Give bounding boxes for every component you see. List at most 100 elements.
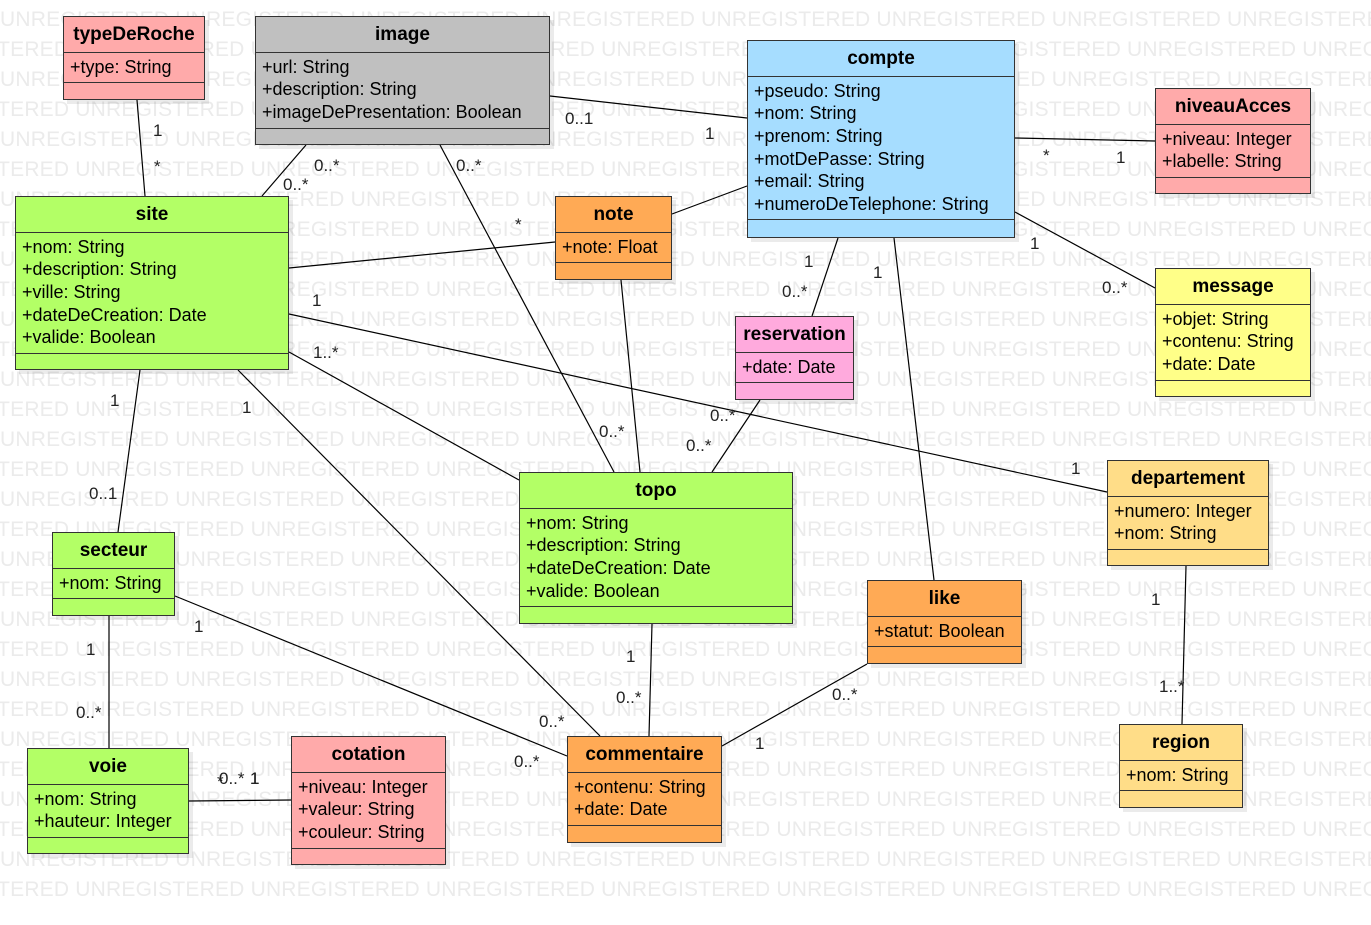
multiplicity-label: 1 <box>705 124 715 143</box>
multiplicity-label: 0..* <box>76 703 102 722</box>
class-commentaire[interactable]: commentaire+contenu: String+date: Date <box>567 736 722 843</box>
association-line <box>1014 137 1156 142</box>
class-attribute: +numero: Integer <box>1114 500 1252 521</box>
class-name: region <box>1120 725 1242 761</box>
class-attribute: +date: Date <box>742 356 836 377</box>
class-attribute: +pseudo: String <box>754 80 881 101</box>
multiplicity-label: 0..* <box>616 688 642 707</box>
class-attribute: +hauteur: Integer <box>34 811 172 832</box>
class-attributes: +numero: Integer+nom: String <box>1108 497 1268 551</box>
class-attribute: +date: Date <box>574 799 668 820</box>
class-site[interactable]: site+nom: String+description: String+vil… <box>15 196 289 370</box>
multiplicity-label: 1 <box>1116 148 1126 167</box>
class-name: site <box>16 197 288 233</box>
class-attribute: +nom: String <box>526 512 629 533</box>
class-name: secteur <box>53 533 174 569</box>
multiplicity-label: 0..* <box>686 436 712 455</box>
association-line <box>261 144 307 197</box>
association-line <box>1181 565 1187 725</box>
multiplicity-label: 1 <box>1071 459 1081 478</box>
class-operations <box>292 849 445 859</box>
class-attribute: +description: String <box>526 535 681 556</box>
class-operations <box>748 220 1014 230</box>
association-line <box>648 623 653 737</box>
class-name: compte <box>748 41 1014 77</box>
association-line <box>288 313 1108 493</box>
multiplicity-label: 0..* <box>710 406 736 425</box>
multiplicity-label: 0..1 <box>89 484 118 503</box>
association-line <box>811 237 839 317</box>
class-secteur[interactable]: secteur+nom: String <box>52 532 175 616</box>
class-attribute: +url: String <box>262 56 350 77</box>
class-attributes: +niveau: Integer+labelle: String <box>1156 125 1310 179</box>
class-attributes: +url: String+description: String+imageDe… <box>256 53 549 129</box>
class-attribute: +numeroDeTelephone: String <box>754 193 989 214</box>
class-message[interactable]: message+objet: String+contenu: String+da… <box>1155 268 1311 397</box>
class-attributes: +type: String <box>64 53 204 84</box>
class-attribute: +nom: String <box>1114 523 1217 544</box>
multiplicity-label: 1 <box>804 252 814 271</box>
class-topo[interactable]: topo+nom: String+description: String+dat… <box>519 472 793 624</box>
association-line <box>136 99 146 197</box>
class-attributes: +contenu: String+date: Date <box>568 773 721 827</box>
association-line <box>188 799 292 802</box>
class-departement[interactable]: departement+numero: Integer+nom: String <box>1107 460 1269 566</box>
multiplicity-label: 1 <box>242 398 252 417</box>
class-image[interactable]: image+url: String+description: String+im… <box>255 16 550 145</box>
class-name: voie <box>28 749 188 785</box>
multiplicity-label: 1 <box>250 769 260 788</box>
multiplicity-label: * <box>217 772 224 791</box>
class-reservation[interactable]: reservation+date: Date <box>735 316 854 400</box>
class-attributes: +nom: String <box>1120 761 1242 792</box>
class-attribute: +statut: Boolean <box>874 620 1005 641</box>
association-line <box>893 237 935 581</box>
class-attribute: +contenu: String <box>574 776 706 797</box>
class-operations <box>64 83 204 93</box>
class-region[interactable]: region+nom: String <box>1119 724 1243 808</box>
class-attribute: +nom: String <box>34 788 137 809</box>
class-attribute: +dateDeCreation: Date <box>22 304 207 325</box>
class-name: image <box>256 17 549 53</box>
multiplicity-label: 0..* <box>456 156 482 175</box>
class-attribute: +niveau: Integer <box>1162 128 1292 149</box>
class-attribute: +description: String <box>22 259 177 280</box>
class-like[interactable]: like+statut: Boolean <box>867 580 1022 664</box>
multiplicity-label: 1..* <box>1159 677 1185 696</box>
class-attribute: +couleur: String <box>298 822 425 843</box>
class-attribute: +valide: Boolean <box>526 580 660 601</box>
multiplicity-label: 0..* <box>219 769 245 788</box>
multiplicity-label: 1 <box>626 647 636 666</box>
class-attributes: +statut: Boolean <box>868 617 1021 648</box>
class-attribute: +email: String <box>754 171 865 192</box>
class-note[interactable]: note+note: Float <box>555 196 672 280</box>
class-operations <box>1156 178 1310 188</box>
association-line <box>711 399 761 473</box>
class-attributes: +nom: String+description: String+ville: … <box>16 233 288 354</box>
multiplicity-label: 1 <box>86 640 96 659</box>
class-operations <box>556 263 671 273</box>
class-voie[interactable]: voie+nom: String+hauteur: Integer <box>27 748 189 854</box>
multiplicity-label: 0..* <box>539 712 565 731</box>
class-name: message <box>1156 269 1310 305</box>
multiplicity-label: 1..* <box>313 343 339 362</box>
class-operations <box>256 129 549 139</box>
class-operations <box>16 354 288 364</box>
class-attribute: +valide: Boolean <box>22 327 156 348</box>
class-cotation[interactable]: cotation+niveau: Integer+valeur: String+… <box>291 736 446 865</box>
class-attribute: +contenu: String <box>1162 331 1294 352</box>
class-name: typeDeRoche <box>64 17 204 53</box>
class-typederoche[interactable]: typeDeRoche+type: String <box>63 16 205 100</box>
multiplicity-label: 1 <box>755 734 765 753</box>
class-operations <box>868 647 1021 657</box>
class-attribute: +nom: String <box>754 103 857 124</box>
class-attributes: +nom: String+hauteur: Integer <box>28 785 188 839</box>
class-attribute: +description: String <box>262 79 417 100</box>
class-attributes: +date: Date <box>736 353 853 384</box>
association-line <box>288 241 556 269</box>
class-attribute: +motDePasse: String <box>754 148 925 169</box>
class-name: commentaire <box>568 737 721 773</box>
class-niveauacces[interactable]: niveauAcces+niveau: Integer+labelle: Str… <box>1155 88 1311 194</box>
class-compte[interactable]: compte+pseudo: String+nom: String+prenom… <box>747 40 1015 238</box>
association-line <box>620 279 641 473</box>
